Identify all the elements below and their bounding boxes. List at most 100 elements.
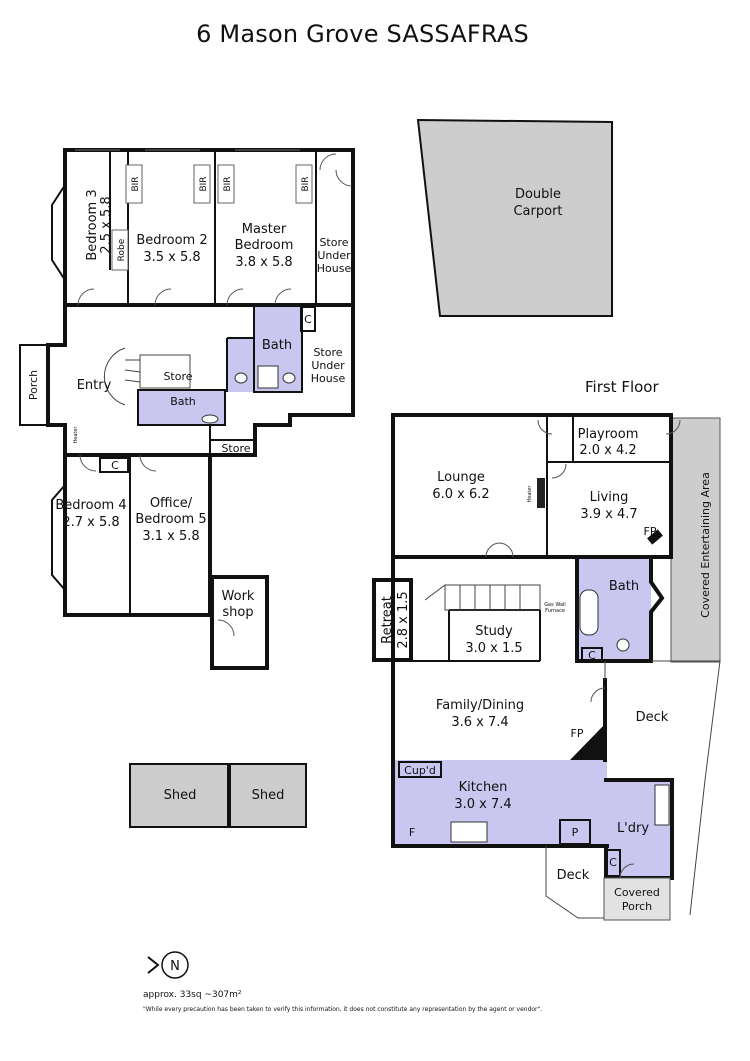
cupboard [99,457,129,473]
bir-label: BIR [301,176,311,191]
bedroom4-size: 2.7 x 5.8 [62,515,119,530]
cupboard-label: C [588,649,596,662]
toilet-icon [282,372,296,384]
shed-1-label: Shed [164,788,197,803]
bay-window [51,484,66,591]
cupboard-label: C [111,459,119,472]
covered-porch-label: Porch [622,900,652,913]
bir-closet [193,164,211,204]
gas-furnace-label: Furnace [545,608,565,614]
compass-north-label: N [170,959,180,974]
deck-bottom-label: Deck [557,868,590,883]
kitchen-size: 3.0 x 7.4 [454,797,511,812]
master-name-line1: Master [242,222,287,237]
ground-floor [19,148,355,670]
compass-circle [161,951,189,979]
bay-window [51,184,66,281]
living-name: Living [590,490,629,505]
door-swing [139,454,157,472]
staircase [444,584,541,611]
bir-label: BIR [223,176,233,191]
bir-label: BIR [131,176,141,191]
carport-area [416,118,613,317]
stair-tread [124,369,141,373]
covered-porch-fill [603,877,671,921]
toilet-icon [616,638,630,652]
lounge-name: Lounge [437,470,485,485]
laundry-label: L'dry [617,821,649,836]
store-under-house-2: House [311,372,346,385]
bedroom4-name: Bedroom 4 [55,498,126,513]
fridge-label: F [409,826,415,839]
shower-icon [257,365,279,389]
shed-2 [229,763,307,828]
carport-label: Carport [513,204,562,219]
door-swing [77,288,95,306]
stair-curve [103,347,126,406]
pantry [559,819,591,845]
deck-right-label: Deck [636,710,669,725]
bedroom2-size: 3.5 x 5.8 [143,250,200,265]
deck-bottom [545,846,604,919]
door-swing [551,463,567,479]
page-title: 6 Mason Grove SASSAFRAS [196,20,529,48]
door-swing [217,619,235,637]
tub-icon [654,784,670,826]
bedroom3-name: Bedroom 3 [85,189,100,260]
bathtub-icon [579,589,599,636]
heater-label: Heater [527,485,533,503]
family-name: Family/Dining [436,698,524,713]
playroom-name: Playroom [578,427,639,442]
bir-label: BIR [199,176,209,191]
office-name-line2: Bedroom 5 [135,512,206,527]
store-stair-label: Store [163,370,192,383]
cupboard [398,761,442,778]
stair-tread [124,379,141,383]
deck-right [651,660,721,916]
study-name: Study [475,624,513,639]
porch-box [19,344,49,426]
store-under-house-1: Under [317,249,351,262]
door-swing [319,153,337,171]
bir-closet [217,164,235,204]
covered-entertaining-fill [670,417,721,663]
first-floor [372,413,721,921]
kitchen-fill [393,760,607,846]
fp-label: FP [571,727,584,740]
door-swing [154,288,172,306]
shed-2-label: Shed [252,788,285,803]
door-swing [274,288,292,306]
store-hall-label: Store [221,442,250,455]
door-swing [335,169,353,187]
disclaimer: "While every precaution has been taken t… [143,1006,543,1013]
workshop-label: Work [222,589,255,604]
kitchen-name: Kitchen [459,780,508,795]
master-size: 3.8 x 5.8 [235,255,292,270]
shed-1 [129,763,229,828]
robe-closet [111,229,129,271]
outer-wall [391,413,673,559]
middle-wall [46,303,355,457]
door-swing [498,542,514,558]
bath-shower-fill [227,338,255,392]
heater-small-label: Heater [73,426,79,444]
door-swing [665,419,681,435]
store-under-house-1: Store [319,236,348,249]
retreat-size: 2.8 x 1.5 [396,591,411,648]
office-name-line1: Office/ [150,496,193,511]
covered-entertaining-label: Covered Entertaining Area [699,472,712,618]
covered-porch-label: Covered [614,886,660,899]
bath-entry-walls [137,389,226,426]
bath-entry-label: Bath [170,395,196,408]
bath-upper-label: Bath [609,579,639,594]
cupd-label: Cup'd [404,764,436,777]
workshop-label: shop [222,605,253,620]
family-size: 3.6 x 7.4 [451,715,508,730]
area-text: approx. 33sq ~307m² [143,990,242,1000]
bir-closet [125,164,143,204]
pantry-label: P [572,826,579,839]
playroom-size: 2.0 x 4.2 [579,443,636,458]
heater-icon [537,478,545,508]
cooktop-icon [450,821,488,843]
